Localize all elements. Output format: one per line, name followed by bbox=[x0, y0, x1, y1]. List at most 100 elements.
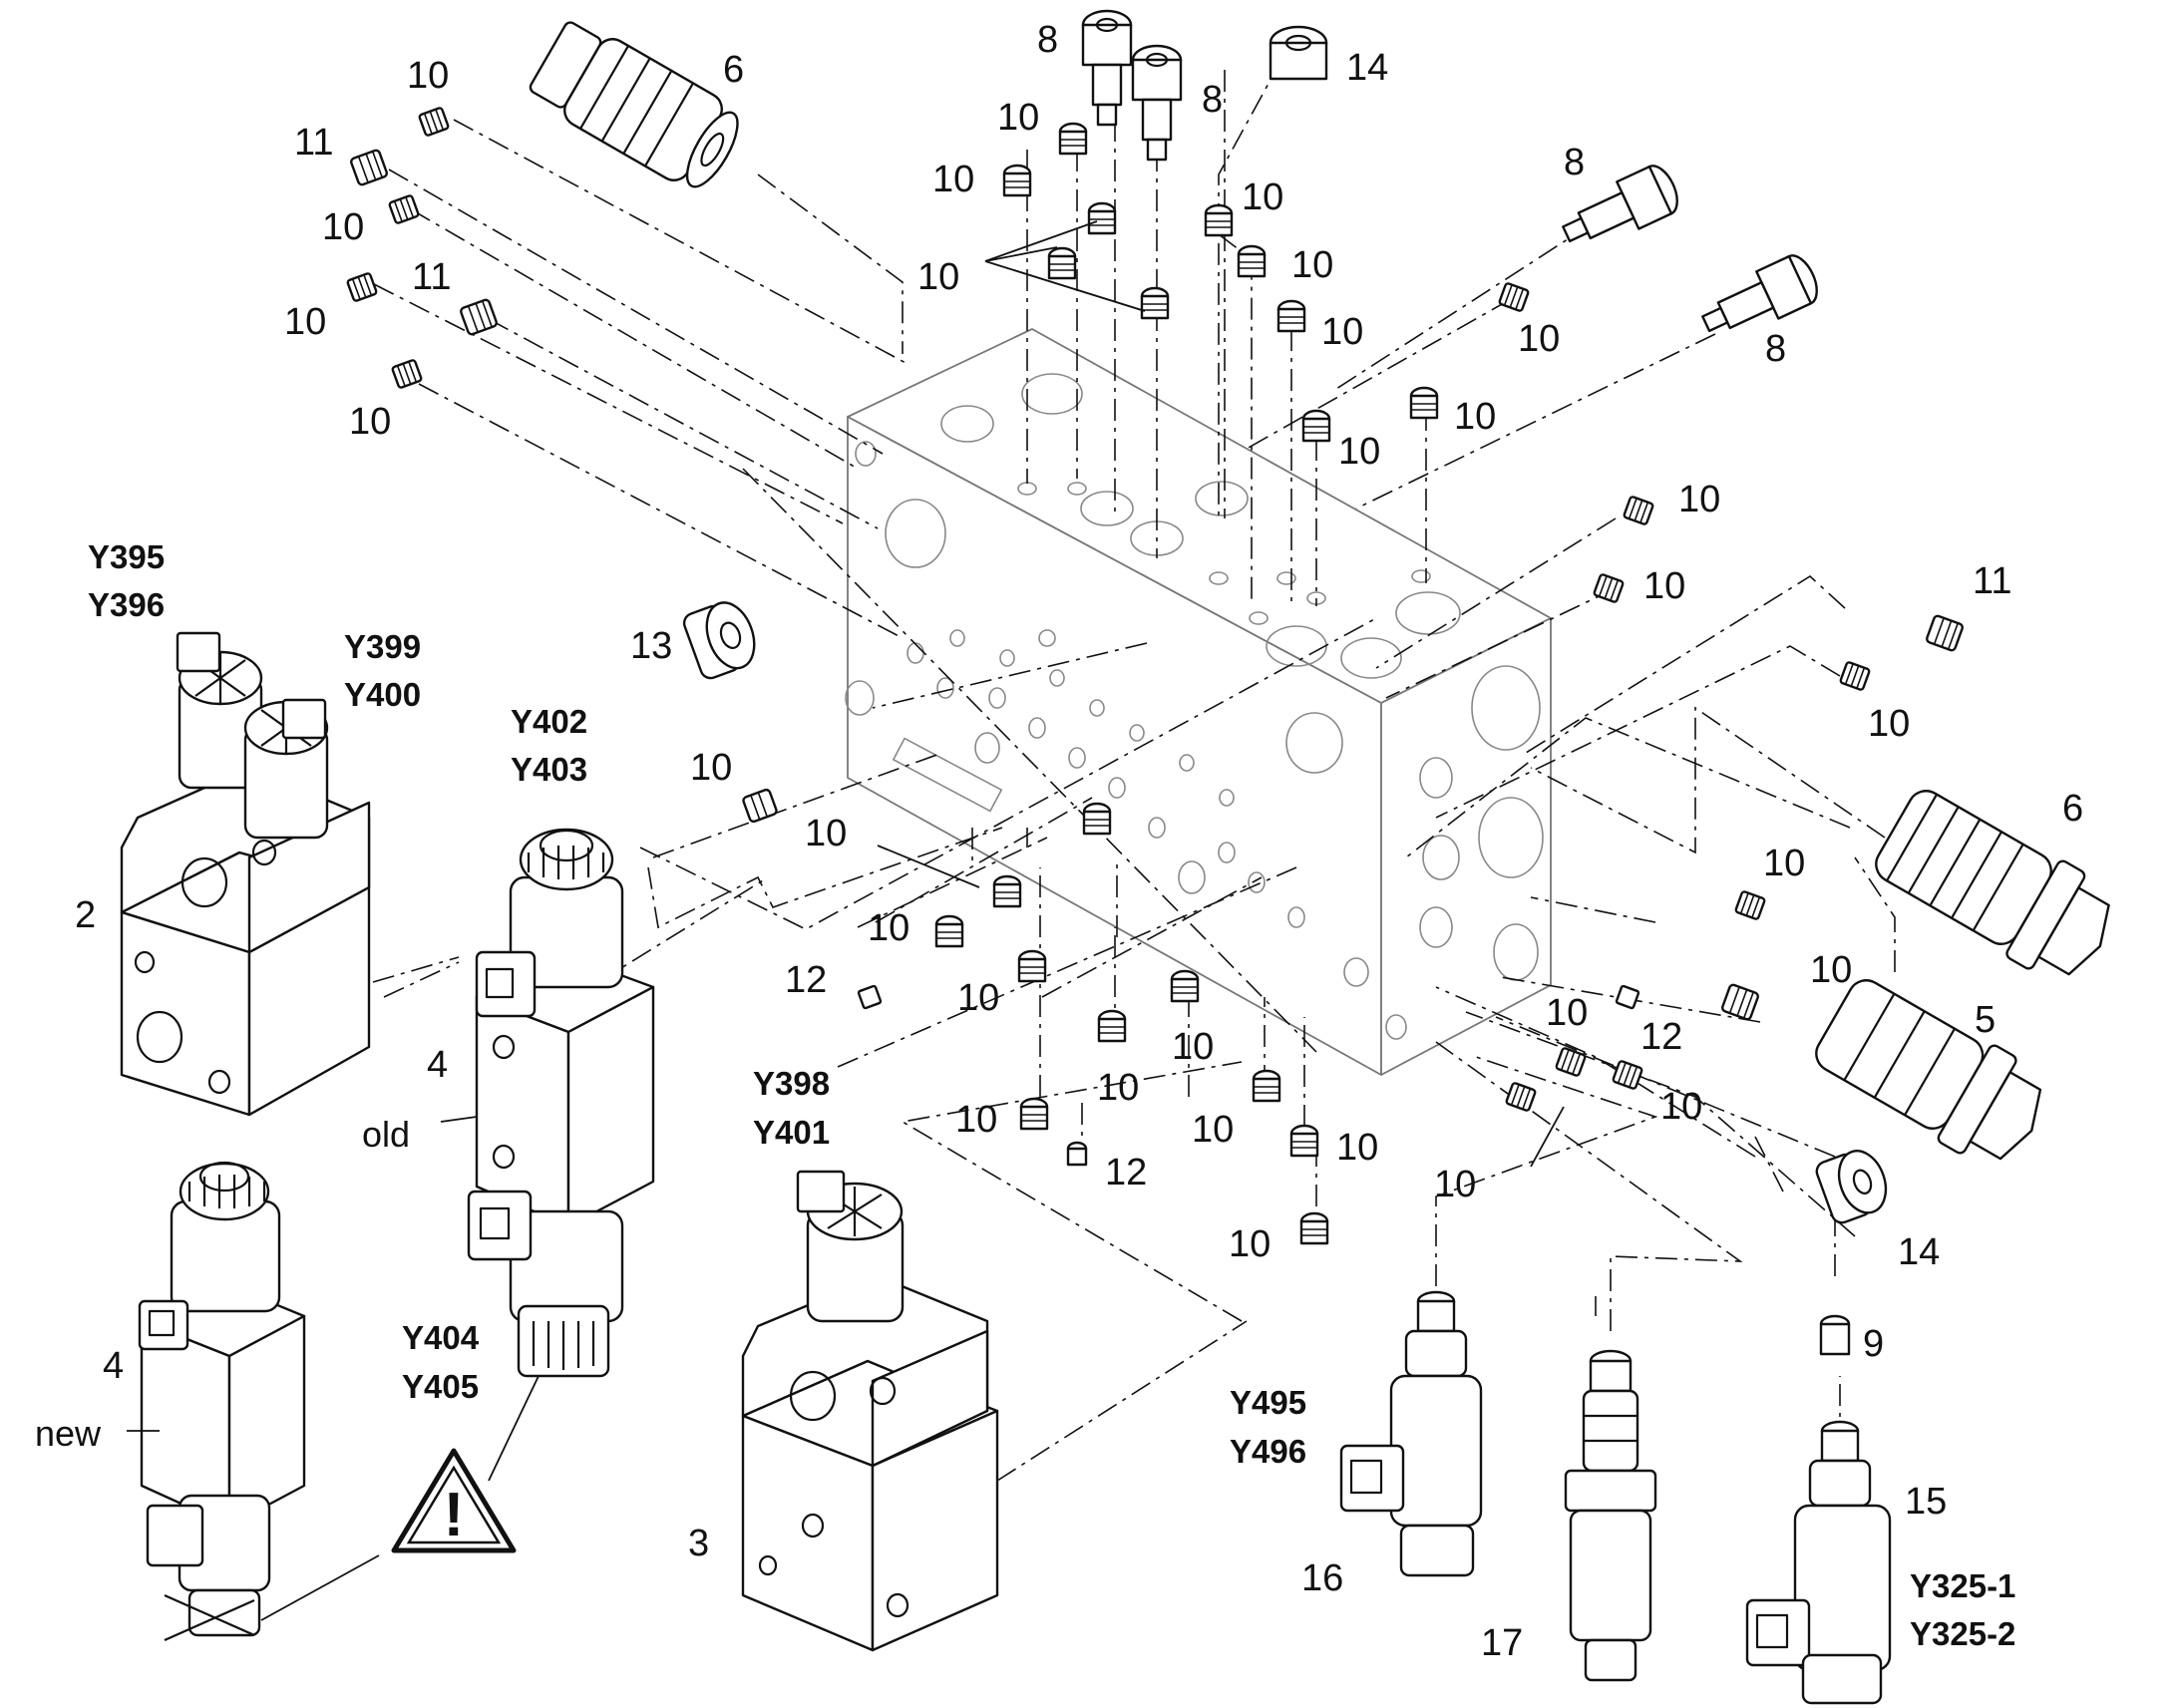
label-10: 10 bbox=[1229, 1223, 1271, 1265]
plug bbox=[1593, 573, 1625, 603]
label-10: 10 bbox=[1434, 1164, 1476, 1205]
label-10: 10 bbox=[1242, 176, 1283, 218]
code-y495: Y495 bbox=[1230, 1384, 1306, 1421]
plug bbox=[1097, 1009, 1127, 1043]
plug bbox=[1623, 496, 1654, 525]
sensor-17 bbox=[1564, 1349, 1657, 1682]
plug bbox=[1140, 286, 1170, 320]
directional-valve-4-new bbox=[138, 1161, 306, 1642]
warning-triangle-icon: ! bbox=[391, 1448, 517, 1553]
plug bbox=[1505, 1082, 1537, 1112]
label-10: 10 bbox=[1336, 1127, 1378, 1169]
plug bbox=[1498, 282, 1530, 312]
label-10: 10 bbox=[349, 401, 391, 443]
plug bbox=[1019, 1097, 1049, 1131]
plug bbox=[391, 359, 423, 389]
label-14-top: 14 bbox=[1346, 47, 1388, 89]
directional-valve-4-old bbox=[467, 828, 655, 1378]
plug bbox=[1409, 386, 1439, 420]
plug-9 bbox=[1819, 1314, 1851, 1356]
valve-block bbox=[845, 328, 1552, 1076]
label-10: 10 bbox=[932, 159, 974, 200]
code-y401: Y401 bbox=[753, 1114, 830, 1151]
label-15: 15 bbox=[1905, 1481, 1947, 1523]
label-6-right: 6 bbox=[2062, 788, 2083, 830]
label-14-right: 14 bbox=[1898, 1231, 1940, 1273]
plug bbox=[742, 788, 778, 824]
warning-symbol: ! bbox=[444, 1481, 465, 1549]
plug bbox=[934, 914, 964, 948]
plug bbox=[1926, 614, 1964, 652]
plug-14-top bbox=[1269, 25, 1328, 81]
cartridge-8-right-a bbox=[1562, 165, 1678, 243]
label-10: 10 bbox=[1518, 318, 1560, 360]
plug bbox=[1734, 890, 1766, 920]
plug bbox=[346, 272, 378, 302]
assembly-lines bbox=[372, 59, 1896, 1482]
plug bbox=[992, 874, 1022, 908]
plug bbox=[1058, 122, 1088, 156]
label-2: 2 bbox=[75, 894, 96, 936]
label-10: 10 bbox=[1546, 992, 1588, 1034]
solenoid-cartridge-16 bbox=[1339, 1290, 1483, 1577]
label-8-c: 8 bbox=[1564, 142, 1585, 183]
label-13: 13 bbox=[630, 625, 672, 667]
plug bbox=[1555, 1047, 1587, 1077]
label-6-top: 6 bbox=[723, 49, 744, 91]
code-y398: Y398 bbox=[753, 1065, 830, 1102]
plug bbox=[1204, 203, 1234, 237]
label-10: 10 bbox=[1291, 244, 1333, 286]
label-8-d: 8 bbox=[1765, 328, 1786, 370]
label-10: 10 bbox=[957, 977, 999, 1019]
plug bbox=[460, 298, 498, 336]
label-10: 10 bbox=[322, 206, 364, 248]
code-y496: Y496 bbox=[1230, 1433, 1306, 1470]
label-10: 10 bbox=[1172, 1026, 1214, 1068]
label-8-b: 8 bbox=[1202, 79, 1223, 121]
plug bbox=[1299, 1211, 1329, 1245]
label-10: 10 bbox=[1810, 949, 1852, 991]
plug bbox=[1615, 984, 1640, 1010]
label-4-old: 4 bbox=[427, 1044, 448, 1086]
solenoid-cartridge-15 bbox=[1745, 1420, 1892, 1705]
cartridge-8-right-b bbox=[1701, 254, 1818, 333]
label-10: 10 bbox=[917, 256, 959, 298]
plug bbox=[1170, 969, 1200, 1003]
label-10: 10 bbox=[1678, 479, 1720, 520]
cartridge-6-right bbox=[1875, 790, 2110, 976]
label-10: 10 bbox=[1868, 703, 1910, 745]
label-10: 10 bbox=[1321, 311, 1363, 353]
plug bbox=[1276, 299, 1306, 333]
label-10: 10 bbox=[805, 813, 847, 854]
label-10: 10 bbox=[284, 301, 326, 343]
label-old: old bbox=[362, 1114, 410, 1155]
label-17: 17 bbox=[1481, 1622, 1523, 1664]
code-y404: Y404 bbox=[402, 1319, 480, 1356]
cartridge-8-top-b bbox=[1131, 44, 1183, 162]
plug bbox=[1002, 164, 1032, 197]
label-10: 10 bbox=[997, 97, 1039, 139]
label-10: 10 bbox=[955, 1099, 997, 1141]
solenoid-valve-3 bbox=[741, 1170, 999, 1652]
plug bbox=[1082, 802, 1112, 836]
label-10: 10 bbox=[1192, 1109, 1234, 1151]
plug bbox=[857, 984, 883, 1010]
code-y399: Y399 bbox=[344, 628, 421, 665]
plug-14-right bbox=[1815, 1150, 1888, 1224]
label-10: 10 bbox=[1454, 396, 1496, 438]
label-11: 11 bbox=[412, 256, 451, 298]
code-y403: Y403 bbox=[511, 751, 587, 788]
label-11: 11 bbox=[294, 122, 333, 164]
label-10: 10 bbox=[1643, 565, 1685, 607]
label-12: 12 bbox=[785, 959, 827, 1001]
code-y396: Y396 bbox=[88, 586, 165, 623]
plug-13 bbox=[682, 601, 756, 680]
code-y395: Y395 bbox=[88, 538, 165, 575]
label-10: 10 bbox=[407, 55, 449, 97]
code-y325-1: Y325-1 bbox=[1910, 1567, 2015, 1604]
code-y405: Y405 bbox=[402, 1368, 479, 1405]
label-10: 10 bbox=[690, 747, 732, 789]
solenoid-valve-2 bbox=[120, 631, 371, 1117]
label-12: 12 bbox=[1640, 1016, 1682, 1058]
plug bbox=[1066, 1141, 1088, 1167]
